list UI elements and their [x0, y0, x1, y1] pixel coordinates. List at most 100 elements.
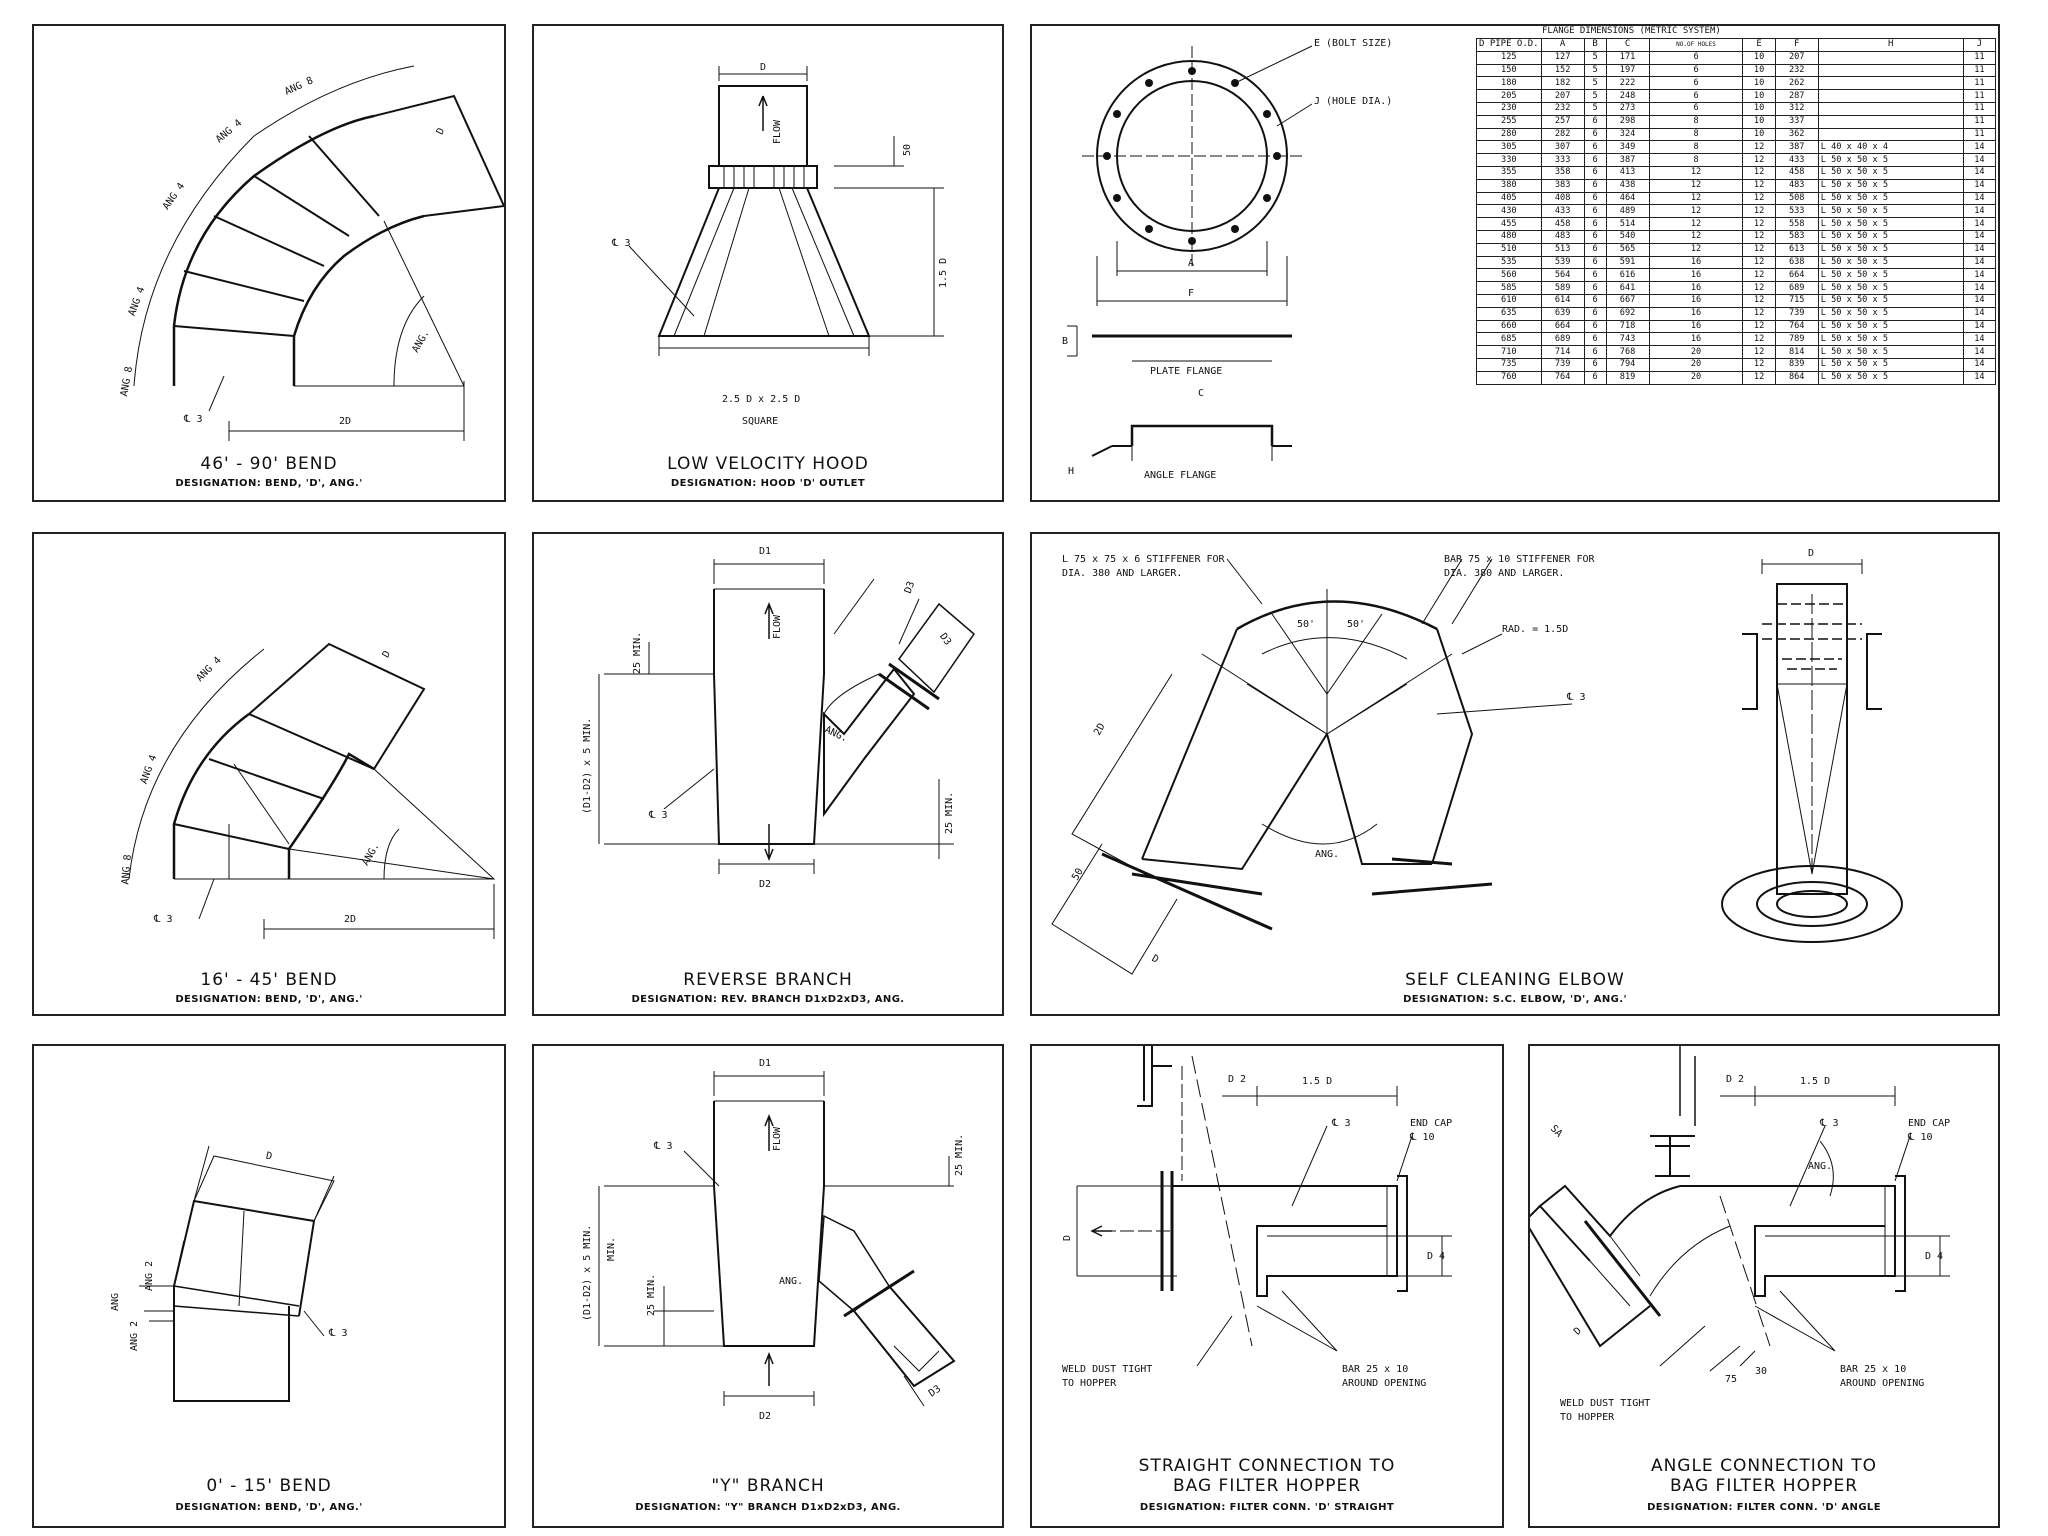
flange-cell-d: 455	[1476, 217, 1542, 231]
flange-cell-d: 430	[1476, 204, 1542, 219]
flange-cell-j: 14	[1962, 242, 1997, 257]
flange-cell-d: 180	[1476, 76, 1542, 91]
flange-cell-d: 560	[1476, 268, 1542, 283]
y-ang-label: ANG.	[779, 1276, 804, 1287]
flange-cell-h	[1817, 89, 1964, 103]
flange-cell-h: L 50 x 50 x 5	[1817, 191, 1964, 206]
straight-connection-drawing	[1032, 1046, 1504, 1528]
flange-cell-c: 298	[1605, 114, 1650, 129]
flange-cell-d: 660	[1476, 319, 1542, 334]
flange-cell-h: L 50 x 50 x 5	[1817, 345, 1964, 359]
flange-cell-c: 794	[1605, 357, 1650, 372]
flange-cell-a: 458	[1540, 217, 1585, 231]
hood-drawing	[534, 26, 1004, 502]
flange-cell-e: 10	[1742, 76, 1776, 91]
bend-90-2d-label: 2D	[339, 416, 352, 427]
bend-45-designation: DESIGNATION: BEND, 'D', ANG.'	[175, 994, 363, 1005]
flange-cell-d: 480	[1476, 229, 1542, 244]
col-header-j: J	[1962, 38, 1997, 52]
hood-designation: DESIGNATION: HOOD 'D' OUTLET	[670, 478, 866, 489]
flange-cell-a: 614	[1540, 293, 1585, 308]
sc-d-top-label: D	[1808, 548, 1815, 559]
flange-cell-h: L 50 x 50 x 5	[1817, 268, 1964, 283]
flange-cell-e: 12	[1742, 165, 1776, 180]
flange-cell-f: 715	[1774, 293, 1819, 308]
flange-cell-h: L 50 x 50 x 5	[1817, 293, 1964, 308]
bend-90-cl-label: ℄ 3	[184, 414, 203, 425]
flange-cell-a: 182	[1540, 76, 1585, 91]
flange-cell-b: 6	[1583, 345, 1607, 359]
flange-cell-d: 610	[1476, 293, 1542, 308]
straight-title-1: STRAIGHT CONNECTION TO	[1138, 1456, 1396, 1476]
flange-cell-a: 739	[1540, 357, 1585, 372]
flange-cell-h: L 50 x 50 x 5	[1817, 255, 1964, 270]
flange-cell-j: 14	[1962, 178, 1997, 193]
flange-cell-holes: 12	[1648, 217, 1744, 231]
flange-cell-b: 6	[1583, 217, 1607, 231]
flange-cell-j: 14	[1962, 153, 1997, 167]
flange-cell-b: 5	[1583, 101, 1607, 116]
flange-cell-b: 6	[1583, 229, 1607, 244]
panel-bend-45: D ANG. 2D ℄ 3 ANG 8 ANG 4 ANG 4 16' - 45…	[32, 532, 506, 1016]
sc-stiffener2-a: BAR 75 x 10 STIFFENER FOR	[1444, 554, 1595, 565]
hood-title: LOW VELOCITY HOOD	[667, 454, 869, 474]
flange-cell-f: 558	[1774, 217, 1819, 231]
flange-cell-b: 6	[1583, 332, 1607, 347]
flange-cell-e: 12	[1742, 293, 1776, 308]
flange-cell-b: 6	[1583, 204, 1607, 219]
flange-cell-c: 591	[1605, 255, 1650, 270]
flange-cell-f: 508	[1774, 191, 1819, 206]
flange-cell-j: 14	[1962, 370, 1997, 385]
straight-cap1: END CAP	[1410, 1118, 1453, 1129]
flange-cell-a: 564	[1540, 268, 1585, 283]
flange-cell-a: 232	[1540, 101, 1585, 116]
y-min-label: MIN.	[606, 1236, 617, 1261]
hood-d-label: D	[760, 62, 767, 73]
flange-cell-j: 11	[1962, 50, 1997, 65]
flange-cell-e: 12	[1742, 268, 1776, 283]
flange-cell-h	[1817, 114, 1964, 129]
sc-50-right: 50'	[1347, 619, 1366, 630]
flange-cell-c: 464	[1605, 191, 1650, 206]
panel-reverse-branch: D1 FLOW D2 D3 D3 25 MIN. 25 MIN. (D1-D2)…	[532, 532, 1004, 1016]
bend-45-cl-label: ℄ 3	[154, 914, 173, 925]
flange-cell-j: 14	[1962, 204, 1997, 219]
flange-cell-c: 197	[1605, 63, 1650, 78]
flange-hole-label: J (HOLE DIA.)	[1314, 96, 1393, 107]
straight-15d-label: 1.5 D	[1302, 1076, 1333, 1087]
angle-cap1: END CAP	[1908, 1118, 1951, 1129]
flange-cell-a: 333	[1540, 153, 1585, 167]
flange-cell-f: 613	[1774, 242, 1819, 257]
flange-cell-a: 539	[1540, 255, 1585, 270]
flange-cell-d: 585	[1476, 281, 1542, 295]
flange-cell-h: L 50 x 50 x 5	[1817, 204, 1964, 219]
y-d2-label: D2	[759, 1411, 772, 1422]
y-flow-label: FLOW	[772, 1126, 783, 1151]
flange-cell-h: L 50 x 50 x 5	[1817, 370, 1964, 385]
flange-cell-j: 14	[1962, 345, 1997, 359]
flange-cell-holes: 12	[1648, 191, 1744, 206]
flange-cell-holes: 6	[1648, 50, 1744, 65]
flange-cell-b: 6	[1583, 242, 1607, 257]
flange-cell-e: 12	[1742, 357, 1776, 372]
flange-cell-e: 12	[1742, 370, 1776, 385]
flange-cell-holes: 16	[1648, 255, 1744, 270]
flange-cell-a: 764	[1540, 370, 1585, 385]
flange-cell-j: 11	[1962, 76, 1997, 91]
flange-cell-d: 710	[1476, 345, 1542, 359]
flange-cell-f: 764	[1774, 319, 1819, 334]
angle-bar2: AROUND OPENING	[1840, 1378, 1925, 1389]
flange-cell-c: 349	[1605, 140, 1650, 155]
flange-cell-j: 14	[1962, 357, 1997, 372]
flange-cell-f: 362	[1774, 127, 1819, 142]
